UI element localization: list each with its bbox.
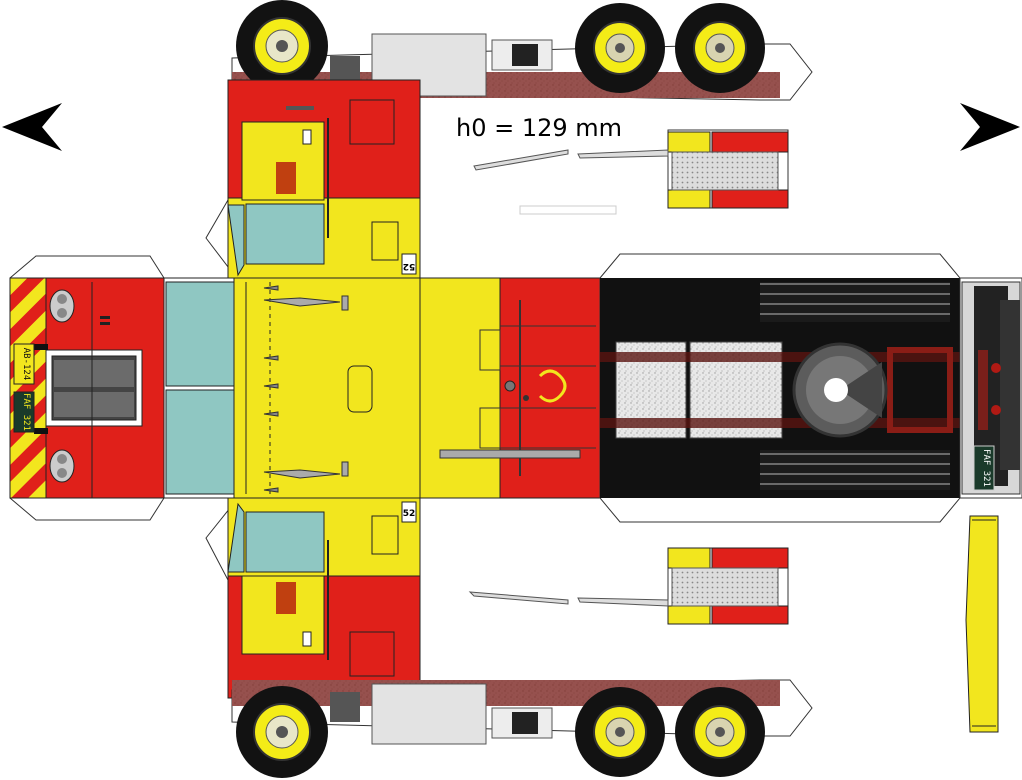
top-wheel-front — [236, 0, 328, 92]
part-number-top: 52 — [401, 253, 417, 275]
next-arrow[interactable] — [960, 103, 1020, 151]
svg-text:52: 52 — [403, 261, 416, 271]
top-cab-side — [205, 79, 421, 281]
front-plate-bottom: FAF 321 — [13, 391, 35, 433]
bottom-wheel-front — [236, 686, 328, 778]
bottom-step-strip-1 — [468, 591, 569, 605]
scale-label: h0 = 129 mm — [456, 114, 622, 142]
previous-arrow[interactable] — [2, 103, 62, 151]
svg-text:FAF 321: FAF 321 — [981, 449, 991, 487]
top-small-strip — [519, 205, 617, 215]
bottom-wheel-rear-2 — [675, 687, 765, 777]
cab-rear-wall — [439, 277, 601, 499]
bottom-step-strip-2 — [577, 597, 669, 607]
part-number-bottom: 52 — [401, 501, 417, 523]
bumper-strip — [965, 515, 999, 733]
headlight-bottom — [49, 449, 75, 483]
windshield — [163, 277, 235, 499]
top-wheel-rear-2 — [675, 3, 765, 93]
cab-front — [9, 255, 165, 521]
rear-plate: FAF 321 — [973, 445, 995, 491]
bottom-fender-part — [667, 547, 789, 625]
bottom-cab-side — [205, 497, 421, 699]
svg-text:52: 52 — [403, 509, 416, 519]
bottom-wheel-rear-1 — [575, 687, 665, 777]
chassis-top-view — [599, 253, 961, 523]
front-plate-top: AB-124 — [13, 343, 35, 385]
top-fender-part — [667, 129, 789, 209]
svg-text:FAF 321: FAF 321 — [21, 393, 31, 431]
cab-roof — [233, 277, 501, 499]
top-step-strip-2 — [577, 149, 669, 159]
top-wheel-rear-1 — [575, 3, 665, 93]
headlight-top — [49, 289, 75, 323]
svg-text:AB-124: AB-124 — [21, 348, 31, 381]
top-step-strip-1 — [473, 149, 569, 171]
